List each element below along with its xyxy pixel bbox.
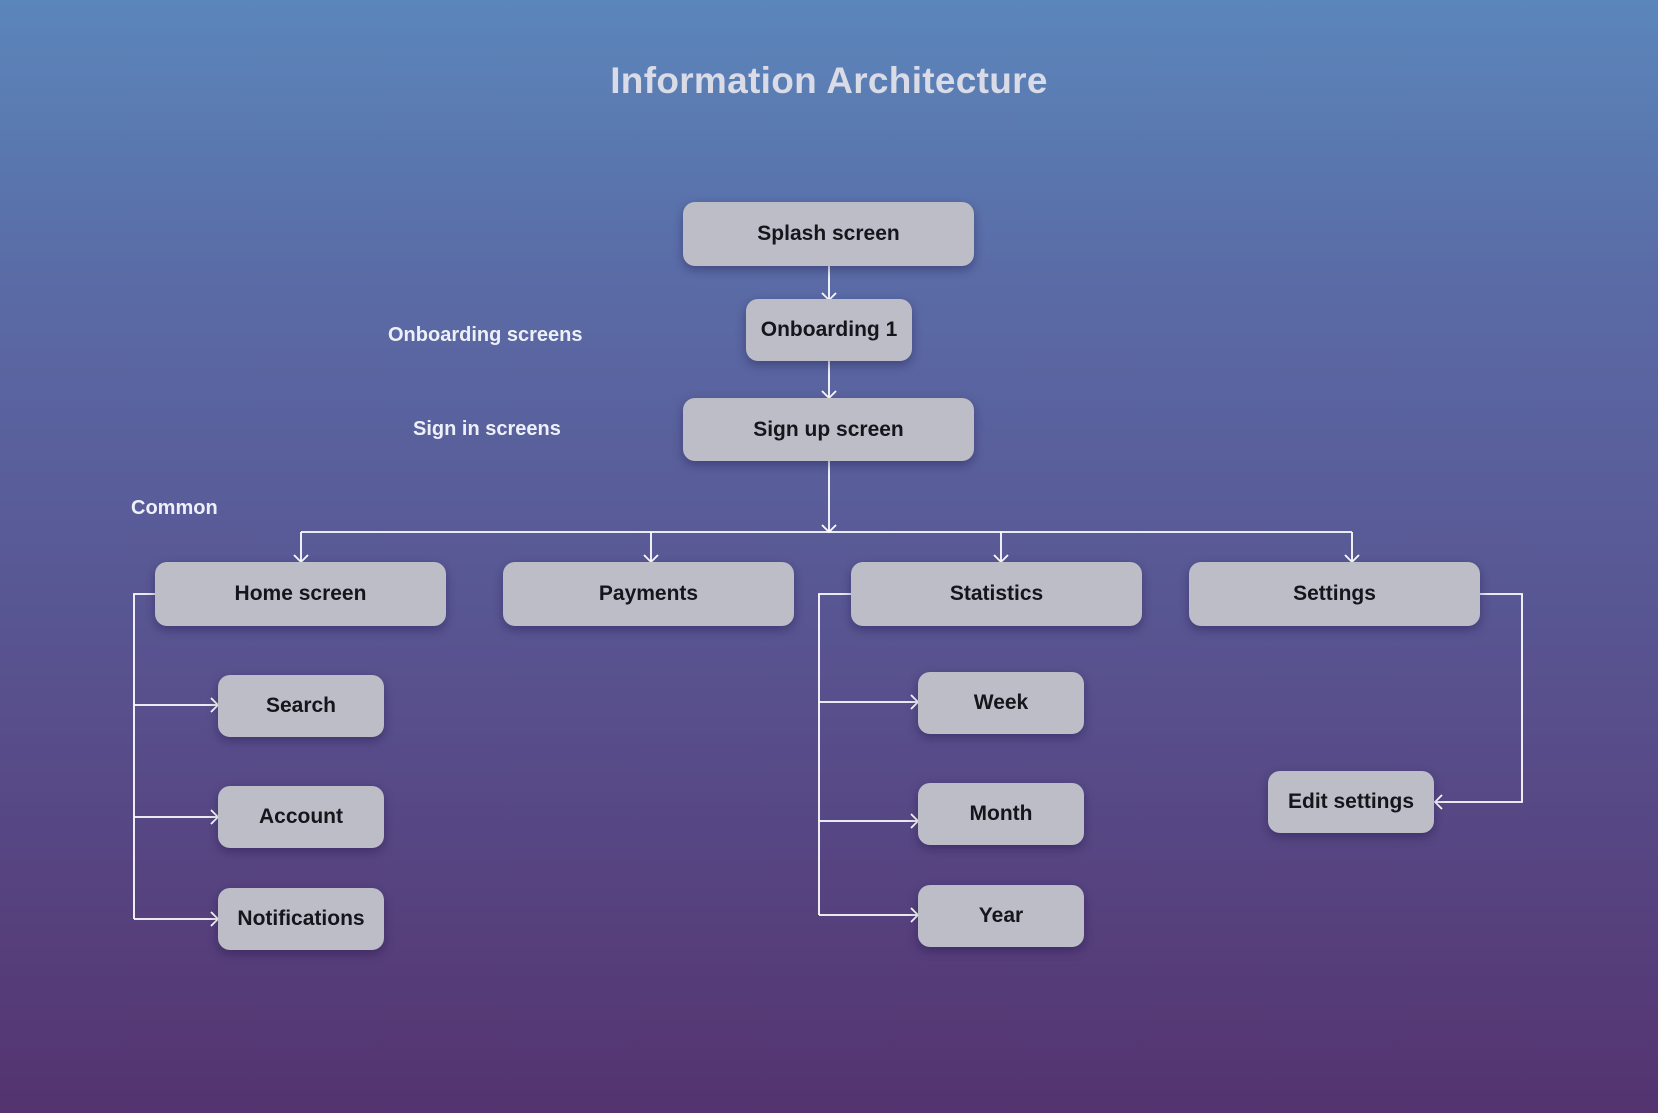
edge-statistics-to-year (819, 907, 920, 923)
edge-statistics-trunk (818, 593, 851, 915)
node-search: Search (218, 675, 384, 737)
node-year: Year (918, 885, 1084, 947)
node-notifications: Notifications (218, 888, 384, 950)
node-account: Account (218, 786, 384, 848)
edge-bus-to-settings (1344, 532, 1360, 564)
onboarding-screens-label: Onboarding screens (388, 324, 583, 346)
edge-home-trunk (133, 593, 155, 919)
edge-onboarding-to-signup (821, 361, 837, 400)
node-payments: Payments (503, 562, 794, 626)
node-splash-screen: Splash screen (683, 202, 974, 266)
node-statistics: Statistics (851, 562, 1142, 626)
edge-home-to-notifications (134, 911, 220, 927)
edge-signup-to-bus (821, 461, 837, 534)
edge-statistics-to-week (819, 694, 920, 710)
edge-statistics-to-month (819, 813, 920, 829)
edge-bus-to-home (293, 532, 309, 564)
node-edit-settings: Edit settings (1268, 771, 1434, 833)
edge-settings-to-edit (1433, 593, 1523, 810)
edge-splash-to-onboarding (821, 266, 837, 302)
node-home-screen: Home screen (155, 562, 446, 626)
sign-in-screens-label: Sign in screens (413, 418, 561, 440)
node-sign-up-screen: Sign up screen (683, 398, 974, 461)
edge-home-to-search (134, 697, 220, 713)
node-onboarding-1: Onboarding 1 (746, 299, 912, 361)
common-label: Common (131, 497, 218, 519)
node-week: Week (918, 672, 1084, 734)
edge-home-to-account (134, 809, 220, 825)
node-settings: Settings (1189, 562, 1480, 626)
edge-bus-to-payments (643, 532, 659, 564)
edge-bus-to-statistics (993, 532, 1009, 564)
diagram-title: Information Architecture (610, 60, 1048, 101)
node-month: Month (918, 783, 1084, 845)
